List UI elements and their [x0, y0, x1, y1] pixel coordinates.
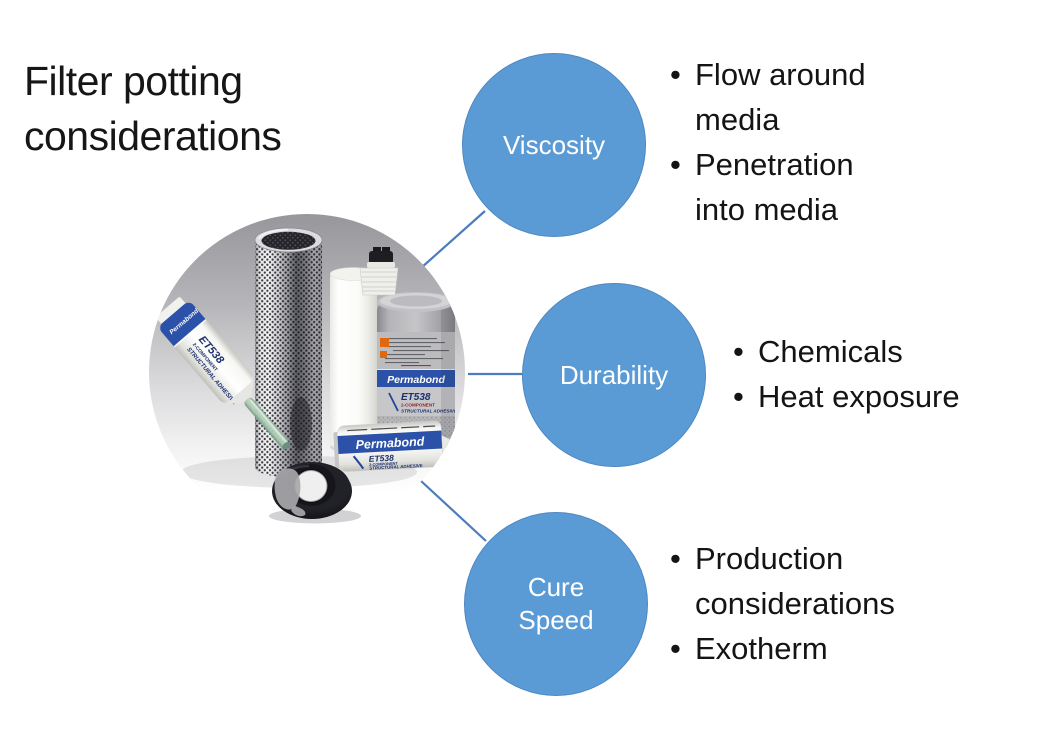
list-item: • Heat exposure — [733, 374, 960, 419]
topic-circle-viscosity: Viscosity — [462, 53, 646, 237]
bullet-dot: • — [733, 334, 744, 369]
list-item: • Production considerations — [670, 536, 940, 626]
cartridge-cap — [359, 247, 399, 296]
bullet-text: Production considerations — [695, 541, 895, 621]
page-title: Filter potting considerations — [24, 58, 282, 159]
product-photo: Permabond ET538 2-COMPONENT STRUCTURAL A… — [149, 214, 465, 530]
mixing-nozzle — [244, 397, 289, 448]
component-text: 2-COMPONENT — [401, 403, 435, 408]
brand-text: Permabond — [387, 374, 445, 386]
brand-band — [377, 370, 455, 387]
warning-label-small — [380, 351, 387, 358]
bullet-text: Flow around media — [695, 57, 866, 137]
bullet-text: Chemicals — [758, 334, 903, 369]
bullet-dot: • — [670, 631, 681, 666]
front-component-text: 2-COMPONENT — [369, 461, 399, 468]
bullet-dot: • — [670, 147, 681, 182]
bullet-dot: • — [733, 379, 744, 414]
connector-cure-speed — [420, 480, 487, 542]
bullet-text: Penetration into media — [695, 147, 854, 227]
warning-label — [380, 338, 389, 347]
list-item: • Flow around media — [670, 52, 900, 142]
front-fine-print — [347, 425, 436, 432]
topic-circle-durability: Durability — [522, 283, 706, 467]
tilted-adhesive-tube: Permabond ET538 2-COMPONENT STRUCTURAL A… — [155, 296, 291, 450]
front-product-text: ET538 — [369, 453, 395, 464]
front-cartridge: Permabond ET538 2-COMPONENT STRUCTURAL A… — [333, 420, 456, 472]
topic-label: Viscosity — [502, 129, 606, 160]
list-item: • Exotherm — [670, 626, 940, 671]
adhesive-text: STRUCTURAL ADHESIVE — [401, 409, 458, 414]
front-adhesive-text: STRUCTURAL ADHESIVE — [369, 463, 424, 471]
list-item: • Chemicals — [733, 329, 960, 374]
list-item: • Penetration into media — [670, 142, 900, 232]
bullet-dot: • — [670, 57, 681, 92]
bullet-text: Exotherm — [695, 631, 828, 666]
product-text: ET538 — [401, 392, 431, 403]
tube-brand-band — [157, 299, 206, 347]
cure-speed-bullet-list: • Production considerations • Exotherm — [670, 536, 940, 671]
bullet-text: Heat exposure — [758, 379, 960, 414]
viscosity-bullet-list: • Flow around media • Penetration into m… — [670, 52, 900, 232]
bullet-dot: • — [670, 541, 681, 576]
topic-label: Durability — [559, 359, 669, 390]
product-photo-illustration: Permabond ET538 2-COMPONENT STRUCTURAL A… — [149, 214, 465, 530]
front-brand-text: Permabond — [355, 434, 425, 452]
durability-bullet-list: • Chemicals • Heat exposure — [733, 329, 960, 419]
topic-circle-cure-speed: Cure Speed — [464, 512, 648, 696]
fine-print-lines — [385, 338, 449, 364]
topic-label: Cure Speed — [518, 572, 594, 635]
adhesive-smear — [274, 468, 301, 510]
connector-viscosity — [420, 210, 486, 269]
rubber-seal — [269, 462, 361, 524]
perforated-filter-tube — [254, 227, 323, 477]
front-brand-band — [337, 430, 443, 454]
